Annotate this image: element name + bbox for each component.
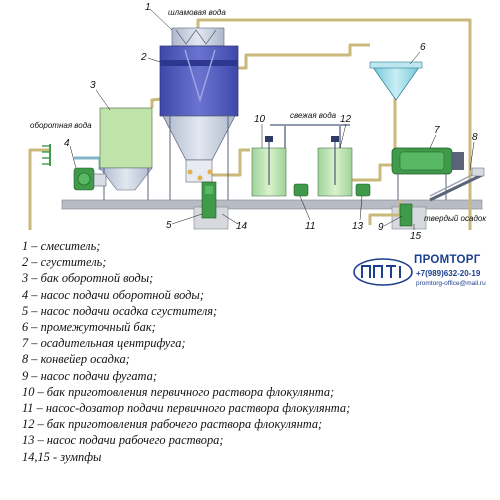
label-sludge-water: шламовая вода xyxy=(168,8,226,17)
num-1: 1 xyxy=(145,2,151,13)
recycled-water-tank xyxy=(99,107,153,200)
legend-item: 7 – осадительная центрифуга; xyxy=(22,336,186,351)
recycled-water-outlets xyxy=(42,144,51,166)
primary-flocculant-tank xyxy=(251,136,287,197)
pipes xyxy=(28,18,472,230)
decanter-centrifuge xyxy=(391,147,464,200)
thickener xyxy=(159,45,239,200)
dosing-pump xyxy=(293,183,309,197)
num-6: 6 xyxy=(420,42,426,53)
leader-lines xyxy=(69,8,475,230)
num-12: 12 xyxy=(340,114,352,125)
legend-item: 6 – промежуточный бак; xyxy=(22,320,156,335)
legend-item: 14,15 - зумпфы xyxy=(22,449,102,464)
num-2: 2 xyxy=(140,52,147,63)
logo-email: promtorg-office@mail.ru xyxy=(416,280,486,287)
legend-item: 2 – сгуститель; xyxy=(22,255,107,270)
label-fresh-water: свежая вода xyxy=(290,111,337,120)
legend-item: 12 – бак приготовления рабочего раствора… xyxy=(22,417,323,432)
num-13: 13 xyxy=(352,221,364,232)
num-9: 9 xyxy=(378,222,384,233)
num-10: 10 xyxy=(254,114,266,125)
sludge-conveyor xyxy=(429,167,485,202)
recycled-water-pump xyxy=(73,167,107,191)
logo-company-name: ПРОМТОРГ xyxy=(414,254,481,266)
num-11: 11 xyxy=(305,221,315,232)
legend-item: 5 – насос подачи осадка сгустителя; xyxy=(22,303,218,318)
logo-mark-icon xyxy=(353,258,413,286)
num-3: 3 xyxy=(90,80,96,91)
num-15: 15 xyxy=(410,231,422,242)
legend-item: 11 – насос-дозатор подачи первичного рас… xyxy=(22,401,351,416)
centrate-pump xyxy=(399,203,413,227)
legend-item: 8 – конвейер осадка; xyxy=(22,352,130,367)
legend-item: 3 – бак оборотной воды; xyxy=(22,271,154,286)
num-14: 14 xyxy=(236,221,248,232)
legend-item: 9 – насос подачи фугата; xyxy=(22,368,157,383)
legend-item: 4 – насос подачи оборотной воды; xyxy=(22,287,204,302)
mixer xyxy=(171,27,225,47)
intermediate-tank xyxy=(369,61,423,101)
legend-list: 1 – смеситель; 2 – сгуститель; 3 – бак о… xyxy=(22,238,422,465)
label-solid-sludge: твердый осадок xyxy=(424,214,487,223)
num-8: 8 xyxy=(472,132,478,143)
working-solution-pump xyxy=(355,183,371,197)
num-7: 7 xyxy=(434,125,440,136)
num-4: 4 xyxy=(64,138,70,149)
working-flocculant-tank xyxy=(317,136,353,197)
process-diagram: шламовая вода оборотная вода свежая вода… xyxy=(28,2,487,242)
legend-item: 1 – смеситель; xyxy=(22,239,101,253)
label-recycled-water: оборотная вода xyxy=(30,121,92,130)
company-logo: ПРОМТОРГ +7(989)632-20-19 promtorg-offic… xyxy=(352,250,497,300)
floor-slab xyxy=(61,199,483,210)
thickener-sludge-pump xyxy=(201,181,217,219)
logo-phone: +7(989)632-20-19 xyxy=(416,269,481,278)
legend-item: 10 – бак приготовления первичного раство… xyxy=(22,384,335,399)
num-5: 5 xyxy=(166,220,172,231)
legend-item: 13 – насос подачи рабочего раствора; xyxy=(22,433,224,448)
